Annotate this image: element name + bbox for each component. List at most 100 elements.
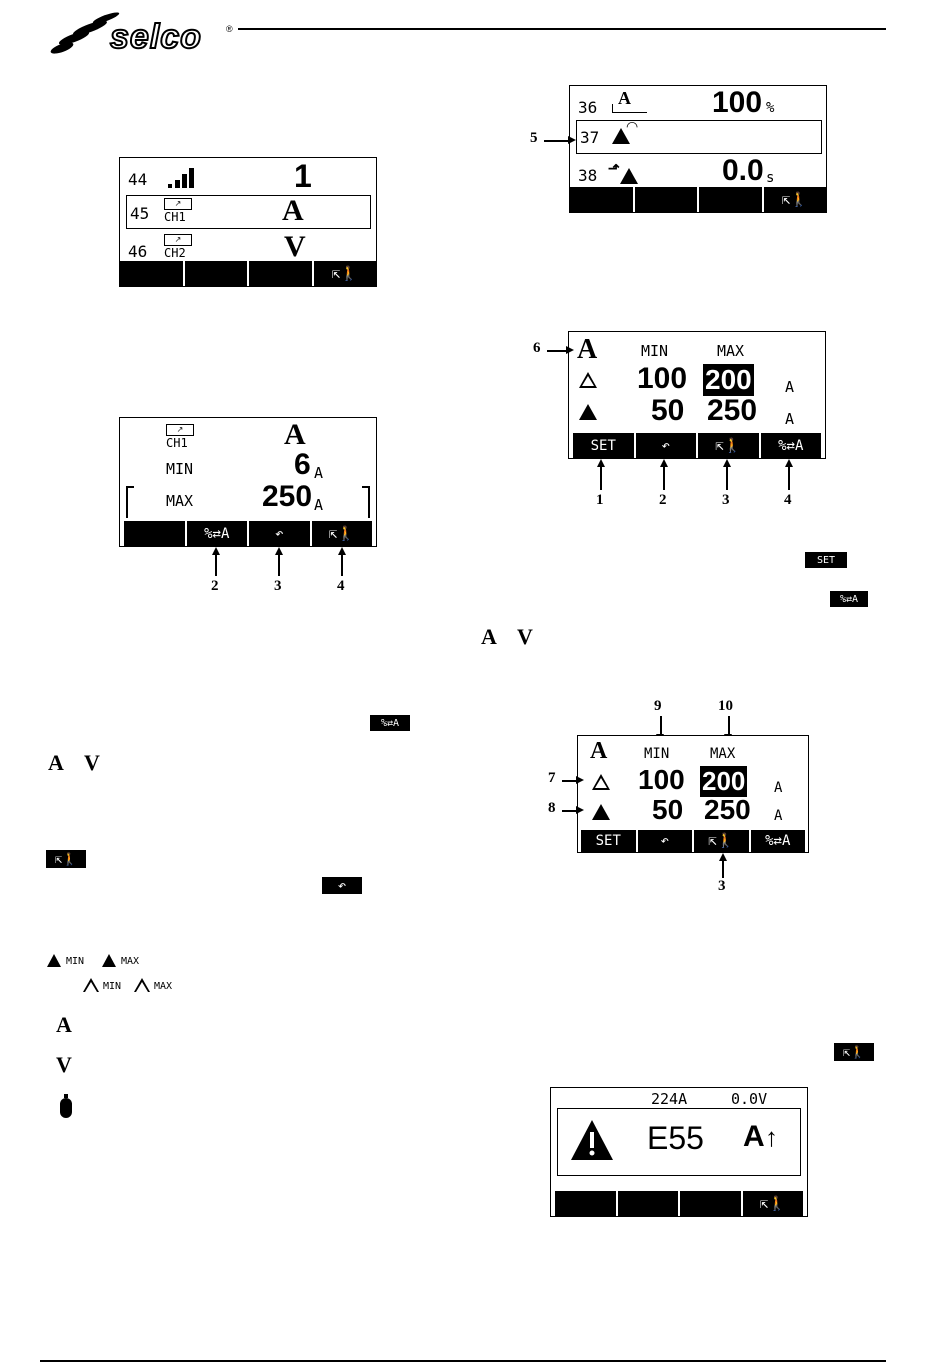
softkey-exit[interactable]: ⇱🚶 <box>311 521 372 546</box>
softkey-undo[interactable]: ↶ <box>637 830 692 852</box>
softkey-exit[interactable]: ⇱🚶 <box>763 187 826 212</box>
exit-icon: ⇱🚶 <box>708 833 735 849</box>
min-small-label: MIN <box>103 981 122 992</box>
warning-max-value[interactable]: 200 <box>700 766 748 797</box>
arrowhead <box>723 459 731 467</box>
softkey-toggle-percent[interactable]: 2%⇄A <box>186 521 247 546</box>
softkey-3[interactable] <box>699 187 762 212</box>
param-number: 44 <box>128 170 148 189</box>
header-rule <box>238 28 886 30</box>
max-unit: A <box>314 496 324 514</box>
arrow-up-icon: ↑ <box>765 1122 778 1152</box>
unit-symbol: A <box>577 334 598 365</box>
arrowhead <box>576 806 584 814</box>
softkey-undo[interactable]: ↶ <box>249 521 310 546</box>
softkey-3[interactable] <box>680 1191 741 1216</box>
alarm-min-value: 50 <box>651 394 685 427</box>
callout-1: 1 <box>596 492 604 508</box>
registered-mark: ® <box>226 24 233 34</box>
alarm-unit: A <box>785 410 795 428</box>
warning-outline-icon <box>83 978 99 997</box>
channel-icon: ↗ <box>166 424 194 436</box>
softkey-1[interactable] <box>555 1191 616 1216</box>
softkey-2[interactable] <box>184 261 247 286</box>
param-number: 37 <box>580 128 600 147</box>
callout-5: 5 <box>530 130 538 146</box>
arrowhead <box>212 547 220 555</box>
gas-cylinder-icon <box>60 1094 72 1118</box>
softkey-set[interactable]: SET <box>573 433 634 458</box>
warning-min-value: 100 <box>638 764 685 795</box>
channel-icon: ↗ <box>164 234 192 246</box>
callout-3: 3 <box>722 492 730 508</box>
unit-symbol: A <box>284 418 306 451</box>
arrow-line <box>562 780 578 782</box>
softkey-exit[interactable]: ⇱🚶 <box>313 261 376 286</box>
unit-symbol: A <box>590 738 608 764</box>
max-small-label: MAX <box>121 956 140 967</box>
param-value: 1 <box>294 158 312 194</box>
callout-6: 6 <box>533 340 541 356</box>
param-value: A <box>282 194 304 227</box>
selected-row-frame <box>576 120 822 154</box>
max-header: MAX <box>717 342 745 360</box>
arrowhead <box>597 459 605 467</box>
alarm-max-value: 250 <box>707 394 758 427</box>
percent-toggle-badge: %⇄A <box>370 715 410 731</box>
arrowhead <box>566 346 574 354</box>
warning-outline-icon <box>592 774 610 795</box>
softkey-toggle-percent[interactable]: %⇄A <box>760 433 821 458</box>
alarm-gauge-icon <box>612 128 630 149</box>
param-unit: s <box>766 170 775 186</box>
warning-outline-icon <box>579 372 597 393</box>
warning-max-value[interactable]: 200 <box>703 364 754 396</box>
arrow-line <box>278 554 280 576</box>
softkey-1[interactable] <box>570 187 633 212</box>
arrowhead <box>660 459 668 467</box>
warning-min-value: 100 <box>637 362 688 395</box>
current-level-icon: A <box>618 88 631 108</box>
a-symbol: A <box>481 624 497 649</box>
softkey-1[interactable] <box>124 521 185 546</box>
param-number: 46 <box>128 242 148 261</box>
min-label: MIN <box>166 460 194 478</box>
set-badge: SET <box>805 552 847 568</box>
softkey-toggle-percent[interactable]: %⇄A <box>750 830 805 852</box>
channel-label: CH1 <box>164 210 186 224</box>
max-value: 250 <box>262 480 313 513</box>
current-readout: 224A <box>651 1090 688 1108</box>
error-frame <box>557 1108 801 1176</box>
alarm-filled-icon <box>592 804 610 825</box>
param-number: 36 <box>578 98 598 117</box>
min-unit: A <box>314 464 324 482</box>
alarm-filled-icon <box>579 404 597 425</box>
softkey-undo[interactable]: ↶ <box>635 433 696 458</box>
softkey-exit[interactable]: ⇱🚶 <box>694 830 749 852</box>
softkey-2[interactable] <box>634 187 697 212</box>
callout-10: 10 <box>718 698 733 714</box>
softkey-3[interactable] <box>249 261 312 286</box>
bracket-left <box>126 486 134 518</box>
error-code: E55 <box>647 1120 704 1156</box>
error-param: A <box>743 1120 765 1153</box>
softkey-set[interactable]: SET <box>581 830 636 852</box>
softkey-1[interactable] <box>120 261 183 286</box>
alarm-min-value: 50 <box>652 794 684 825</box>
softkey-exit[interactable]: ⇱🚶 <box>742 1191 803 1216</box>
arrow-line <box>663 466 665 490</box>
arrow-line <box>726 466 728 490</box>
alarm-max-value: 250 <box>704 794 751 825</box>
alarm-filled-icon <box>47 954 61 972</box>
voltage-readout: 0.0V <box>731 1090 768 1108</box>
softkey-bar: ⇱🚶 <box>555 1191 803 1216</box>
softkey-2[interactable] <box>617 1191 678 1216</box>
lcd-screen-limits: ↗ CH1 A MIN 6 A MAX 250 A 2%⇄A ↶ ⇱🚶 <box>119 417 377 547</box>
softkey-bar: SET ↶ ⇱🚶 %⇄A <box>581 830 805 852</box>
softkey-exit[interactable]: ⇱🚶 <box>698 433 759 458</box>
min-header: MIN <box>644 746 670 762</box>
max-label: MAX <box>166 492 194 510</box>
undo-icon: ↶ <box>660 833 669 849</box>
param-value: 100 <box>712 86 763 119</box>
lcd-screen-channel-select: 44 1 45 ↗ CH1 A 46 ↗ CH2 V ⇱🚶 <box>119 157 377 287</box>
arrow-line <box>600 466 602 490</box>
